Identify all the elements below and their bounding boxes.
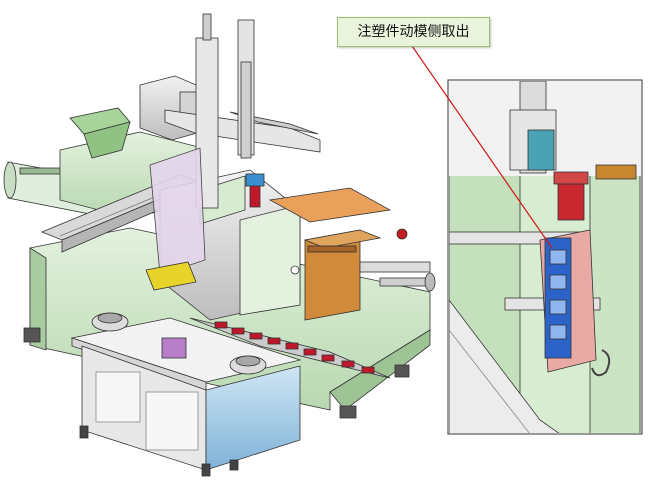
callout-leader-line <box>411 45 553 249</box>
moving-platen <box>239 204 301 316</box>
purple-station <box>161 337 187 359</box>
mold-cover <box>268 187 392 223</box>
callout-label: 注塑件动模侧取出 <box>337 17 490 47</box>
robot-gantry <box>139 13 321 276</box>
inset-servo-motor <box>557 179 585 221</box>
cabinet-side-panel <box>205 365 301 471</box>
feeder-workstation <box>70 261 391 477</box>
yellow-feeder <box>145 261 197 291</box>
conveyor-parts <box>214 321 375 374</box>
robot-gripper <box>249 184 261 208</box>
detail-inset <box>447 79 643 435</box>
